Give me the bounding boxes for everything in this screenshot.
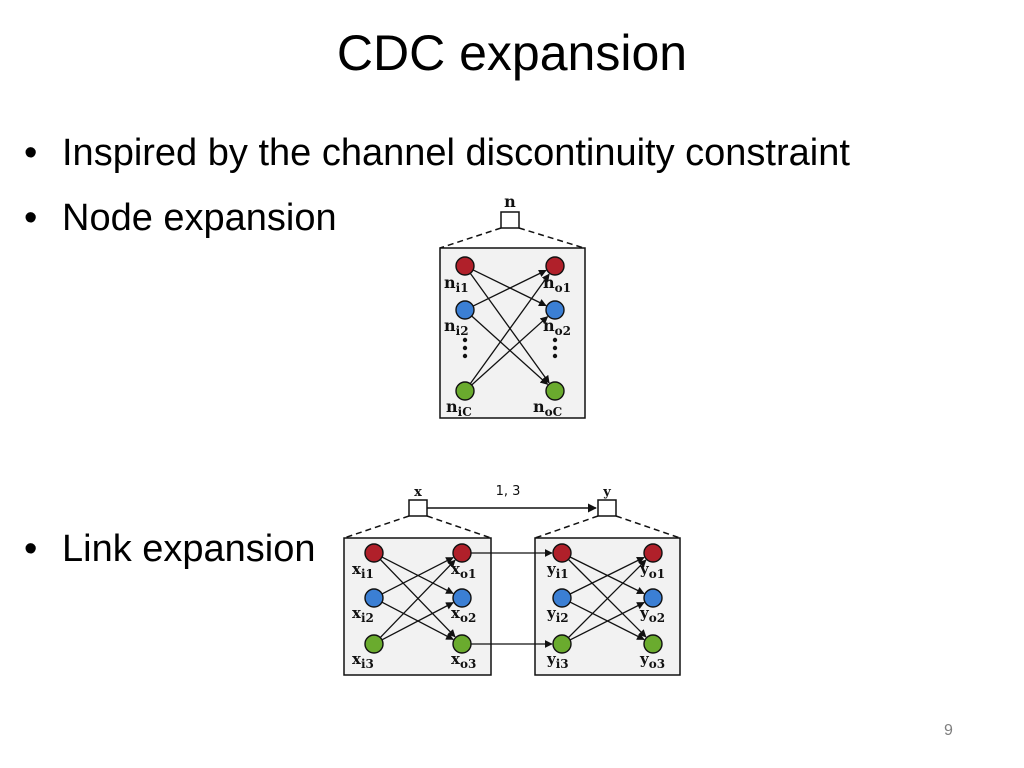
- source-node-label: x: [414, 485, 422, 500]
- source-node: [408, 499, 428, 517]
- bullet-text: Link expansion: [62, 528, 316, 570]
- label-o1: no1: [543, 273, 571, 295]
- node-xo3: [452, 634, 472, 654]
- label-yi2: yi2: [546, 604, 569, 625]
- link-label: 1, 3: [496, 484, 521, 499]
- source-guide-left: [343, 515, 410, 539]
- target-guide-left: [534, 515, 599, 539]
- edge-iC-o2: [471, 316, 549, 386]
- node-oC: [545, 381, 565, 401]
- label-i1: ni1: [444, 273, 469, 295]
- bullet-link-expansion: • Link expansion: [24, 526, 316, 572]
- edge-xi2-xo1: [381, 556, 454, 595]
- node-o1: [545, 256, 565, 276]
- label-xi3: xi3: [352, 650, 374, 671]
- node-o2: [545, 300, 565, 320]
- node-i2: [455, 300, 475, 320]
- slide-title: CDC expansion: [336, 25, 688, 81]
- link-circles: [364, 543, 663, 654]
- bullet-node-expansion: • Node expansion: [24, 195, 337, 241]
- edge-yi3-yo1: [567, 559, 647, 639]
- node-yi2: [552, 588, 572, 608]
- bullet-text: Inspired by the channel discontinuity co…: [62, 132, 850, 174]
- node-xo1: [452, 543, 472, 563]
- page-number: 9: [944, 722, 953, 739]
- parent-node: [500, 211, 520, 229]
- label-xi2: xi2: [352, 604, 374, 625]
- bullet-text: Node expansion: [62, 197, 337, 239]
- label-yi3: yi3: [546, 650, 569, 671]
- edge-xi3-xo2: [381, 602, 454, 641]
- target-guide-right: [615, 515, 681, 539]
- node-labels: ni1 ni2 niC no1 no2 noC: [444, 273, 571, 419]
- bullet-marker: •: [24, 132, 38, 174]
- node-yo2: [643, 588, 663, 608]
- label-yo3: yo3: [639, 650, 665, 671]
- node-xi2: [364, 588, 384, 608]
- vertical-ellipsis-right: [552, 337, 558, 359]
- label-xo2: xo2: [451, 604, 476, 625]
- bullet-marker: •: [24, 528, 38, 570]
- label-o2: no2: [543, 316, 571, 338]
- node-yo1: [643, 543, 663, 563]
- label-yo1: yo1: [639, 560, 665, 581]
- expansion-guide-right: [518, 227, 585, 249]
- node-iC: [455, 381, 475, 401]
- link-labels: xi1 xi2 xi3 xo1 xo2 xo3 yi1 yi2 yi3 yo1 yo2 yo3: [352, 560, 665, 671]
- edge-xi3-xo1: [379, 559, 456, 638]
- link-expansion-diagram: x y 1, 3 xi1 xi2 xi3 xo1 xo2 xo3 yi1 yi2 yi3 yo1 y…: [343, 484, 681, 676]
- node-xi3: [364, 634, 384, 654]
- node-yi3: [552, 634, 572, 654]
- node-edges: [469, 269, 550, 386]
- vertical-ellipsis-left: [462, 337, 468, 359]
- label-i2: ni2: [444, 316, 469, 338]
- label-xo3: xo3: [451, 650, 476, 671]
- node-i1: [455, 256, 475, 276]
- label-xo1: xo1: [451, 560, 476, 581]
- node-yi1: [552, 543, 572, 563]
- expansion-guide-left: [439, 227, 502, 249]
- target-node-label: y: [602, 485, 611, 500]
- label-xi1: xi1: [352, 560, 374, 581]
- bullet-inspiration: • Inspired by the channel discontinuity c…: [24, 130, 850, 176]
- parent-node-label: n: [504, 192, 516, 211]
- node-xo2: [452, 588, 472, 608]
- link-edges: [379, 549, 647, 648]
- node-yo3: [643, 634, 663, 654]
- label-iC: niC: [446, 397, 472, 419]
- edge-yi2-yo1: [569, 556, 645, 595]
- node-circles: [455, 256, 565, 401]
- edge-i2-o1: [472, 269, 547, 307]
- edge-yi3-yo2: [569, 601, 645, 641]
- label-oC: noC: [533, 397, 562, 419]
- node-xi1: [364, 543, 384, 563]
- target-node: [597, 499, 617, 517]
- label-yo2: yo2: [639, 604, 665, 625]
- bullet-marker: •: [24, 197, 38, 239]
- label-yi1: yi1: [546, 560, 569, 581]
- edge-iC-o1: [469, 273, 550, 385]
- source-guide-right: [426, 515, 492, 539]
- node-expansion-diagram: n ni1 ni2 niC no1 no2 noC: [439, 192, 586, 419]
